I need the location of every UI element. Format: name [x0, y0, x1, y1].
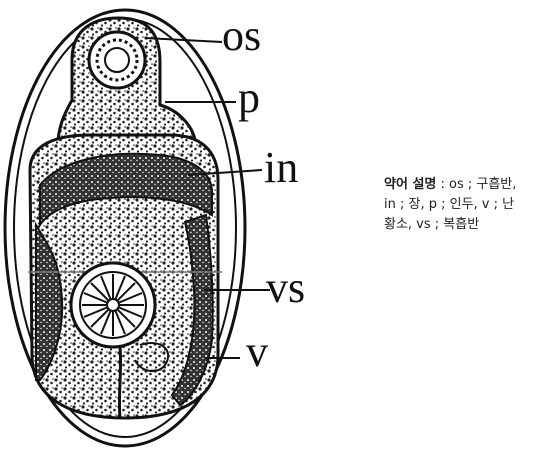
posterior-duct: [119, 347, 120, 418]
legend-title: 약어 설명: [384, 177, 436, 192]
label-in: in: [264, 146, 298, 190]
legend-line-3: 황소, vs ; 복흡반: [384, 215, 552, 235]
oral-sucker-center: [105, 48, 129, 72]
abbreviation-legend: 약어 설명 : os ; 구흡반, in ; 장, p ; 인두, v ; 난 …: [384, 175, 552, 235]
label-vs: vs: [266, 266, 305, 310]
ventral-sucker-hub: [107, 299, 119, 311]
label-v: v: [246, 330, 268, 374]
legend-line-1-text: : os ; 구흡반,: [436, 177, 516, 192]
legend-line-1: 약어 설명 : os ; 구흡반,: [384, 175, 552, 195]
label-os: os: [222, 14, 261, 58]
label-p: p: [238, 76, 260, 120]
legend-line-2: in ; 장, p ; 인두, v ; 난: [384, 195, 552, 215]
